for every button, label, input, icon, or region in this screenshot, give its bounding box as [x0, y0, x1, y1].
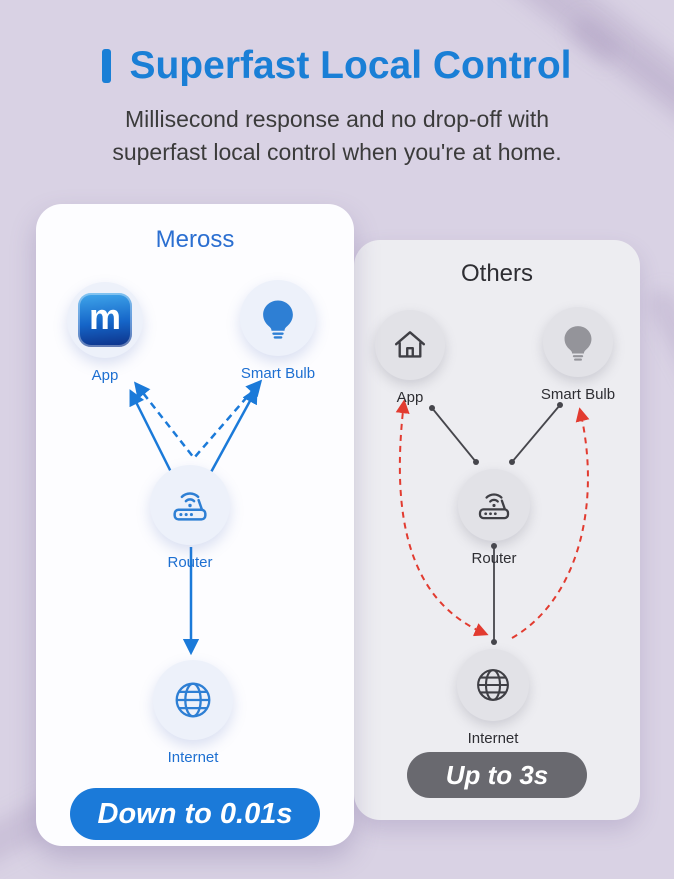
- meross-card: Meross m App: [36, 204, 354, 846]
- meross-router-node: Router: [130, 465, 250, 571]
- globe-icon: [477, 669, 509, 701]
- meross-app-label: App: [91, 367, 119, 384]
- others-app-node: App: [350, 310, 470, 406]
- bulb-icon: [564, 326, 592, 361]
- others-app-label: App: [396, 389, 424, 406]
- meross-smart-bulb-circle: [240, 280, 316, 356]
- meross-router-to-bulb-line: [208, 387, 258, 475]
- meross-internet-node: Internet: [133, 660, 253, 766]
- page-title: Superfast Local Control: [129, 44, 572, 87]
- meross-local-path-dashed: [133, 379, 263, 460]
- router-icon: [173, 492, 207, 521]
- bulb-icon: [263, 300, 293, 339]
- meross-router-circle: [150, 465, 230, 545]
- others-card: Others: [354, 240, 640, 820]
- router-icon: [478, 493, 510, 520]
- others-router-node: Router: [434, 469, 554, 567]
- others-smart-bulb-label: Smart Bulb: [540, 386, 616, 403]
- meross-router-to-app-line: [129, 389, 174, 475]
- meross-app-node: m App: [45, 282, 165, 384]
- others-app-circle: [375, 310, 445, 380]
- meross-speed-badge: Down to 0.01s: [70, 788, 320, 840]
- meross-internet-label: Internet: [167, 749, 219, 766]
- meross-app-circle: m: [67, 282, 143, 358]
- title-row: Superfast Local Control: [0, 44, 674, 88]
- meross-router-label: Router: [167, 554, 213, 571]
- others-smart-bulb-circle: [543, 307, 613, 377]
- others-card-title: Others: [460, 260, 534, 287]
- meross-logo-letter: m: [88, 296, 121, 337]
- others-router-label: Router: [471, 550, 517, 567]
- subtitle-line-2: superfast local control when you're at h…: [112, 138, 562, 165]
- leaf-shadow-decoration: [643, 284, 674, 484]
- others-smart-bulb-node: Smart Bulb: [518, 307, 638, 403]
- header: Superfast Local Control Millisecond resp…: [0, 44, 674, 168]
- meross-smart-bulb-node: Smart Bulb: [218, 280, 338, 382]
- meross-card-title: Meross: [155, 226, 235, 253]
- meross-logo-icon: m: [78, 293, 132, 347]
- meross-smart-bulb-label: Smart Bulb: [240, 365, 316, 382]
- others-internet-circle: [457, 649, 529, 721]
- globe-icon: [175, 682, 211, 718]
- others-speed-badge: Up to 3s: [407, 752, 587, 798]
- house-icon: [394, 331, 426, 358]
- others-internet-label: Internet: [467, 730, 519, 747]
- others-internet-node: Internet: [433, 649, 553, 747]
- subtitle-line-1: Millisecond response and no drop-off wit…: [124, 106, 550, 132]
- title-accent-bar: [102, 49, 112, 83]
- meross-internet-circle: [153, 660, 233, 740]
- others-router-circle: [458, 469, 530, 541]
